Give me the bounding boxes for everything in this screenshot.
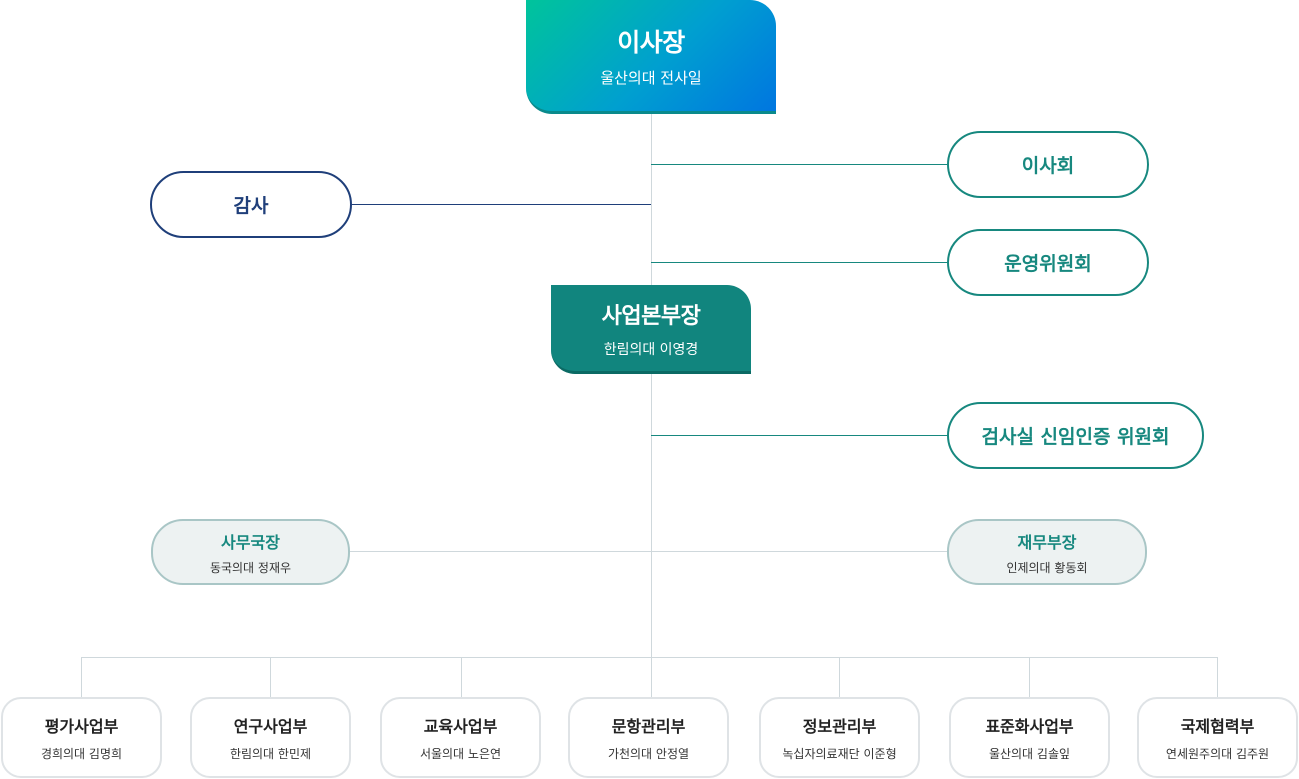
department-node: 문항관리부 가천의대 안정열 — [568, 697, 729, 778]
department-head: 가천의대 안정열 — [607, 747, 690, 761]
secretary-general-node: 사무국장 동국의대 정재우 — [151, 519, 350, 585]
audit-label: 감사 — [233, 195, 269, 217]
business-hq-title: 사업본부장 — [601, 303, 701, 329]
connector-audit — [352, 204, 651, 205]
main-vertical-line — [651, 114, 652, 698]
finance-director-name: 인제의대 황동회 — [1006, 560, 1088, 575]
lab-accreditation-committee-label: 검사실 신임인증 위원회 — [981, 426, 1170, 448]
secretary-general-name: 동국의대 정재우 — [209, 560, 292, 575]
finance-director-node: 재무부장 인제의대 황동회 — [947, 519, 1147, 585]
department-node: 연구사업부 한림의대 한민제 — [190, 697, 351, 778]
chairman-title: 이사장 — [617, 28, 685, 57]
department-head: 경희의대 김명희 — [40, 747, 123, 761]
operating-committee-label: 운영위원회 — [1004, 253, 1092, 275]
department-title: 문항관리부 — [611, 717, 686, 736]
chairman-node: 이사장 울산의대 전사일 — [526, 0, 776, 114]
dept-drop-6 — [1029, 657, 1030, 697]
department-head: 연세원주의대 김주원 — [1165, 747, 1270, 761]
department-title: 정보관리부 — [802, 717, 877, 736]
audit-node: 감사 — [150, 171, 352, 238]
secretary-general-title: 사무국장 — [221, 532, 280, 552]
department-node: 평가사업부 경희의대 김명희 — [1, 697, 162, 778]
departments-bus-line — [81, 657, 1218, 658]
department-head: 울산의대 김솔잎 — [988, 747, 1071, 761]
dept-drop-2 — [270, 657, 271, 697]
board-label: 이사회 — [1021, 155, 1075, 177]
department-node: 국제협력부 연세원주의대 김주원 — [1137, 697, 1298, 778]
connector-board — [651, 164, 947, 165]
chairman-name: 울산의대 전사일 — [600, 69, 702, 87]
dept-drop-3 — [461, 657, 462, 697]
dept-drop-1 — [81, 657, 82, 697]
department-node: 표준화사업부 울산의대 김솔잎 — [949, 697, 1110, 778]
department-title: 표준화사업부 — [985, 717, 1074, 736]
connector-managers — [350, 551, 947, 552]
lab-accreditation-committee-node: 검사실 신임인증 위원회 — [947, 402, 1204, 469]
department-node: 정보관리부 녹십자의료재단 이준형 — [759, 697, 920, 778]
board-node: 이사회 — [947, 131, 1149, 198]
connector-lab-committee — [651, 435, 947, 436]
finance-director-title: 재무부장 — [1017, 532, 1077, 552]
dept-drop-7 — [1217, 657, 1218, 697]
department-head: 한림의대 한민제 — [229, 747, 312, 761]
connector-operating-committee — [651, 262, 947, 263]
dept-drop-5 — [839, 657, 840, 697]
department-title: 연구사업부 — [233, 717, 308, 736]
business-hq-name: 한림의대 이영경 — [603, 341, 699, 358]
department-head: 녹십자의료재단 이준형 — [782, 747, 897, 761]
department-node: 교육사업부 서울의대 노은연 — [380, 697, 541, 778]
operating-committee-node: 운영위원회 — [947, 229, 1149, 296]
department-title: 교육사업부 — [423, 717, 498, 736]
department-head: 서울의대 노은연 — [419, 747, 502, 761]
department-title: 국제협력부 — [1180, 717, 1255, 736]
department-title: 평가사업부 — [44, 717, 119, 736]
business-hq-node: 사업본부장 한림의대 이영경 — [551, 285, 751, 374]
